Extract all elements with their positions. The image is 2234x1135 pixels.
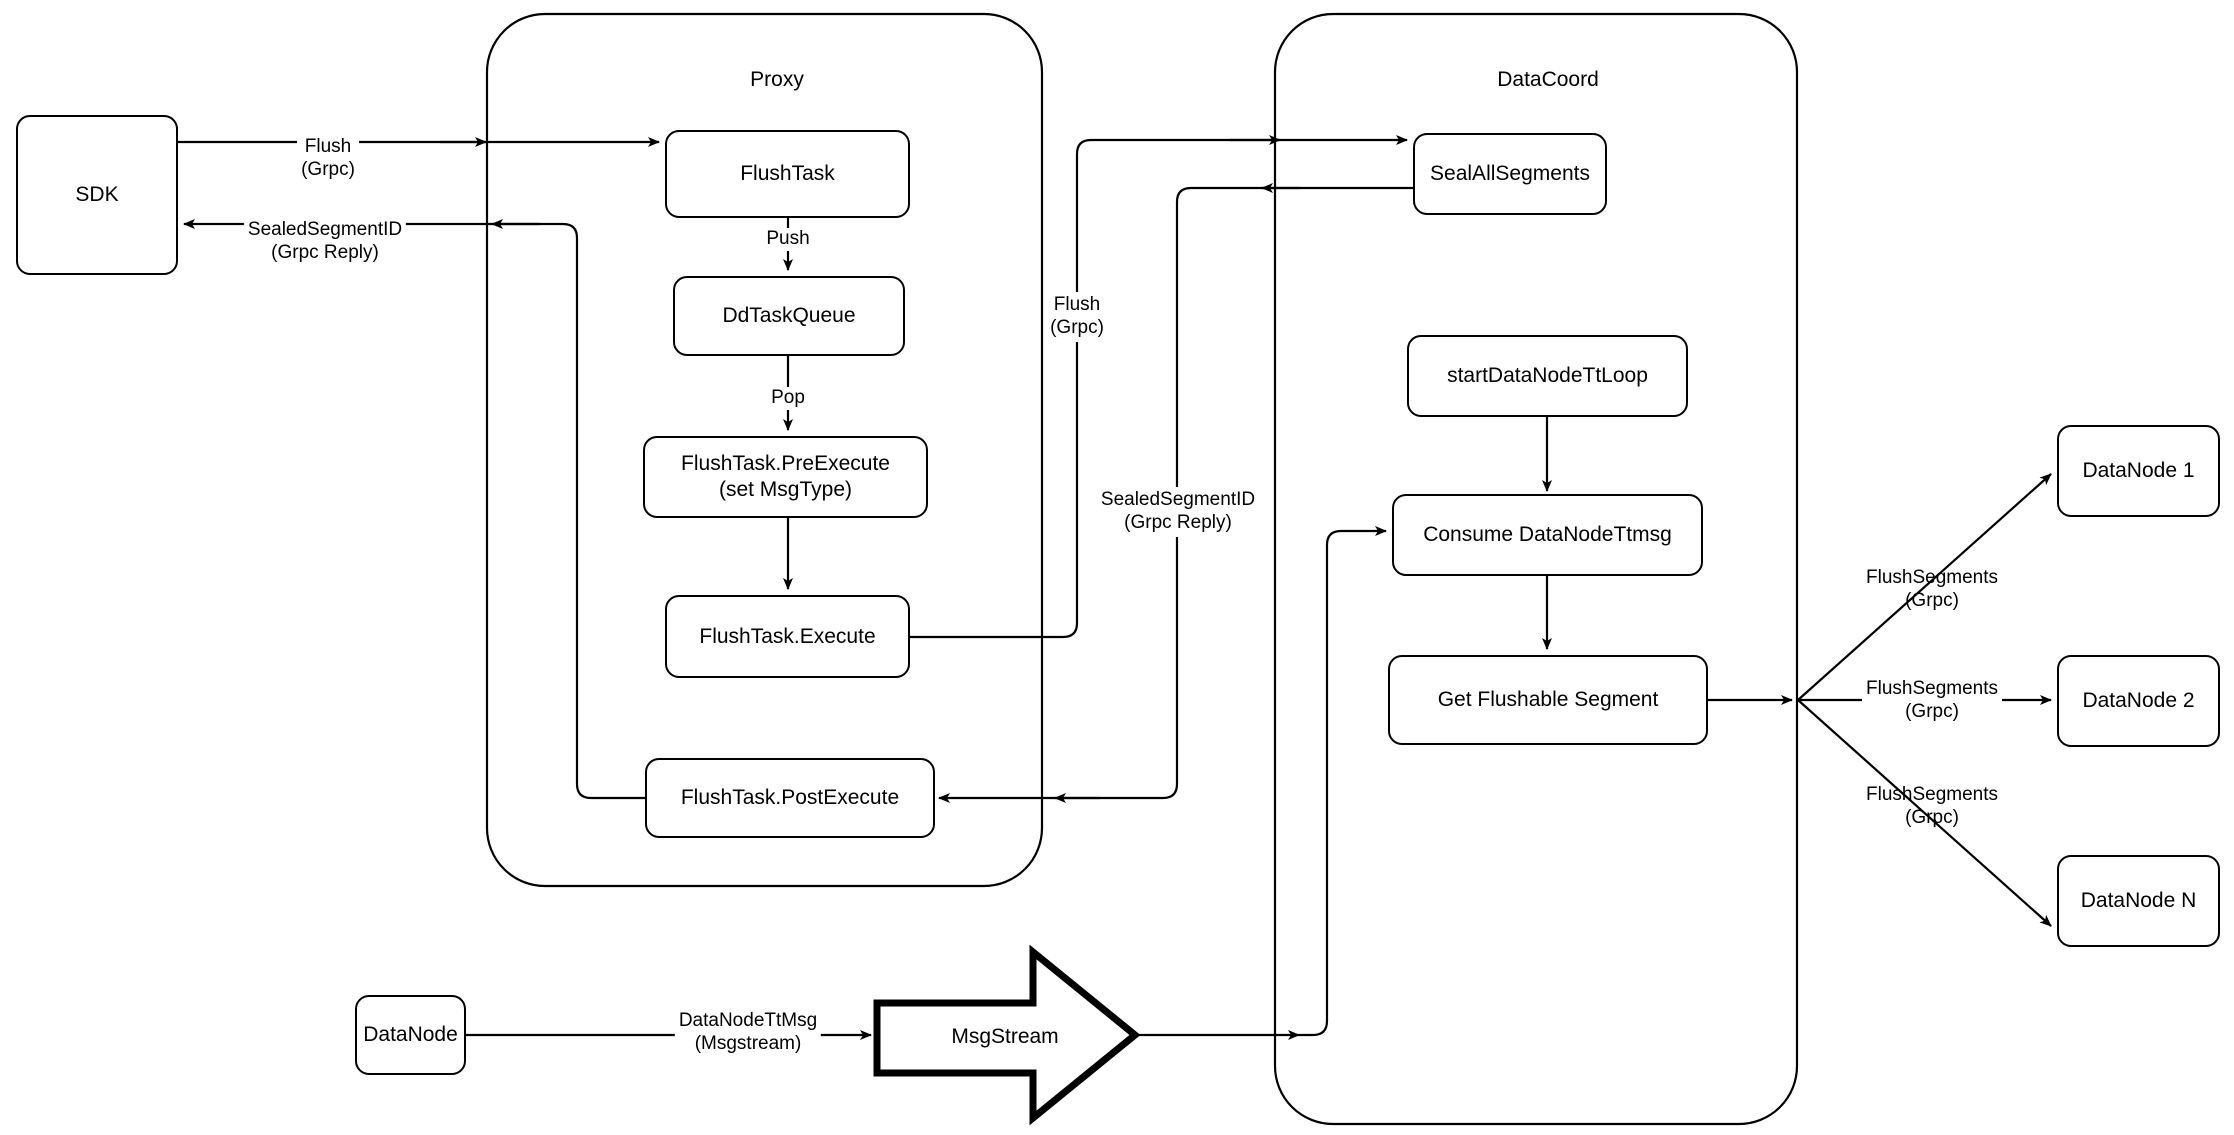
node-get-flushable-segment[interactable]: Get Flushable Segment (1388, 655, 1708, 745)
edge-hub-to-datanode-1 (1797, 473, 2052, 701)
edge-label-proxy-to-sdk-line2: (Grpc Reply) (271, 241, 379, 263)
edge-label-proxy-to-sdk: SealedSegmentID (Grpc Reply) (243, 219, 407, 265)
node-sdk[interactable]: SDK (16, 115, 178, 275)
datacoord-container-outline (1273, 12, 1799, 1126)
edge-label-sdk-to-proxy: Flush (Grpc) (297, 136, 359, 182)
edge-label-datanode-to-msgstream-line2: (Msgstream) (694, 1032, 802, 1054)
edge-label-flushsegments-2-line2: (Grpc) (1905, 700, 1959, 722)
node-flushtask[interactable]: FlushTask (665, 130, 910, 218)
edge-label-datacoord-to-proxy-line1: SealedSegmentID (1100, 489, 1256, 510)
edge-label-flushsegments-2-line1: FlushSegments (1865, 678, 1999, 699)
edge-label-proxy-to-datacoord: Flush (Grpc) (1046, 292, 1108, 342)
edge-hub-to-datanode-n (1797, 699, 2052, 927)
edge-label-flushsegments-2: FlushSegments (Grpc) (1861, 678, 2003, 724)
edge-label-flushsegments-1-line2: (Grpc) (1905, 589, 1959, 611)
edge-label-flushsegments-n-line2: (Grpc) (1905, 806, 1959, 828)
node-flushtask-postexecute[interactable]: FlushTask.PostExecute (645, 758, 935, 838)
proxy-container-title: Proxy (750, 68, 804, 91)
edge-label-flushsegments-1: FlushSegments (Grpc) (1866, 567, 1998, 613)
node-flushtask-preexecute-line2: (set MsgType) (718, 478, 853, 501)
node-datanode-n[interactable]: DataNode N (2057, 855, 2220, 947)
proxy-container-outline (485, 12, 1044, 888)
node-msgstream-label: MsgStream (951, 1025, 1059, 1048)
edge-datacoord-bottom-to-consume (1299, 526, 1387, 1037)
msgstream-arrow-shape (873, 944, 1141, 1126)
edge-label-proxy-to-datacoord-line2: (Grpc) (1050, 316, 1104, 338)
edge-label-datacoord-to-proxy-line2: (Grpc Reply) (1124, 511, 1232, 533)
node-flushtask-preexecute[interactable]: FlushTask.PreExecute (set MsgType) (643, 436, 928, 518)
edge-label-sdk-to-proxy-line1: Flush (304, 136, 352, 157)
node-ddtaskqueue[interactable]: DdTaskQueue (673, 276, 905, 356)
node-datanode-1[interactable]: DataNode 1 (2057, 425, 2220, 517)
edge-label-proxy-to-sdk-line1: SealedSegmentID (247, 219, 403, 240)
node-datanode-source[interactable]: DataNode (355, 995, 466, 1075)
node-sealallsegments[interactable]: SealAllSegments (1413, 133, 1607, 215)
node-datanode-2[interactable]: DataNode 2 (2057, 655, 2220, 747)
edge-label-push: Push (760, 228, 816, 251)
edge-postexecute-to-sdk (183, 219, 645, 800)
datacoord-container-title: DataCoord (1497, 68, 1599, 91)
edge-label-flushsegments-n-line1: FlushSegments (1865, 784, 1999, 805)
edge-label-datanode-to-msgstream: DataNodeTtMsg (Msgstream) (674, 1010, 822, 1056)
node-consume-datanode-ttmsg[interactable]: Consume DataNodeTtmsg (1392, 494, 1703, 576)
edge-label-datanode-to-msgstream-line1: DataNodeTtMsg (678, 1010, 818, 1031)
edge-label-proxy-to-datacoord-line1: Flush (1053, 294, 1101, 315)
edge-label-flushsegments-n: FlushSegments (Grpc) (1866, 784, 1998, 830)
node-flushtask-execute[interactable]: FlushTask.Execute (665, 595, 910, 678)
edge-label-flushsegments-1-line1: FlushSegments (1865, 567, 1999, 588)
edge-execute-to-sealallsegments (910, 135, 1408, 639)
edge-label-sdk-to-proxy-line2: (Grpc) (301, 158, 355, 180)
edge-label-pop: Pop (765, 387, 811, 410)
node-flushtask-preexecute-line1: FlushTask.PreExecute (681, 452, 890, 476)
node-start-datanode-ttloop[interactable]: startDataNodeTtLoop (1407, 335, 1688, 417)
edge-label-datacoord-to-proxy: SealedSegmentID (Grpc Reply) (1096, 487, 1260, 537)
